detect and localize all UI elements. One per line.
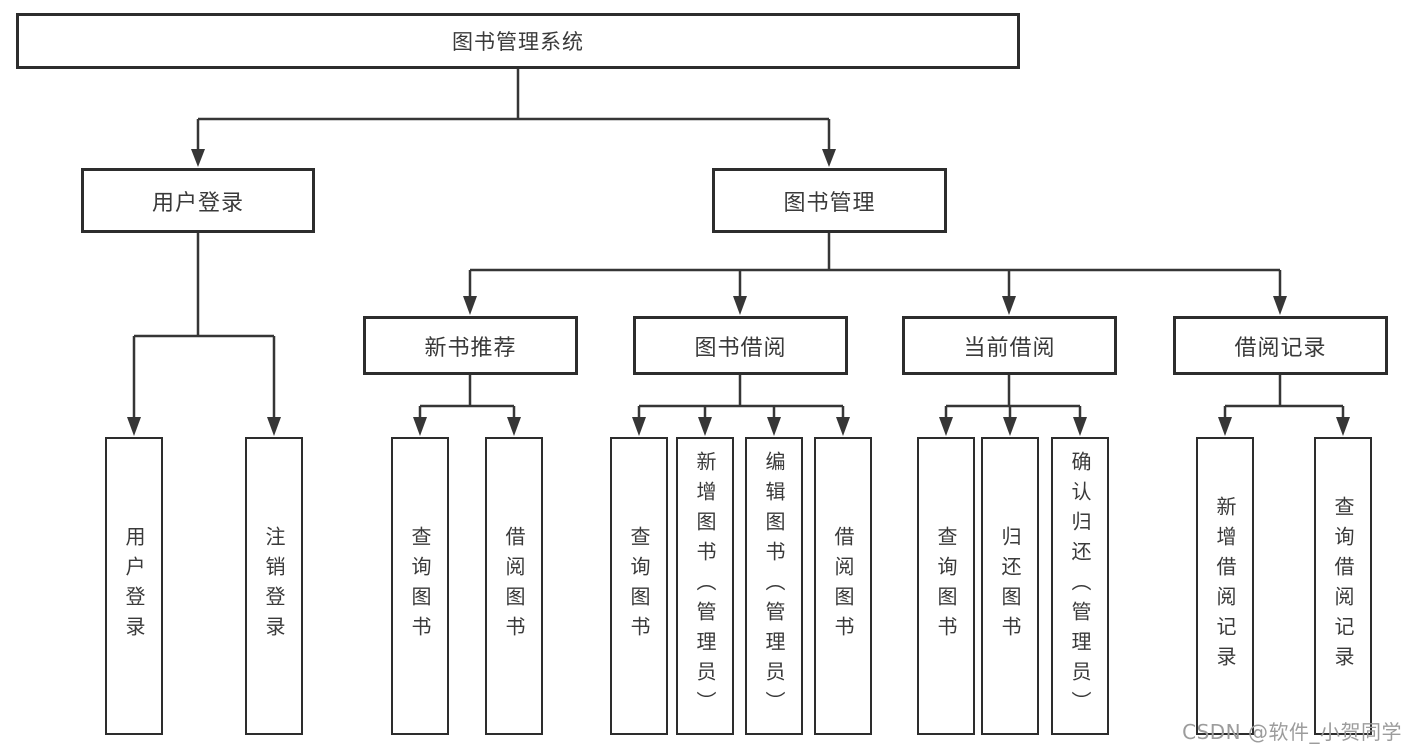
leaf-label: 借阅图书 bbox=[831, 526, 855, 646]
node-label: 用户登录 bbox=[151, 190, 244, 216]
leaf-query-borrow-record: 查询借阅记录 bbox=[1314, 437, 1372, 735]
leaf-logout: 注销登录 bbox=[245, 437, 303, 735]
leaf-label: 用户登录 bbox=[122, 526, 146, 646]
leaf-label: 查询图书 bbox=[934, 526, 958, 646]
leaf-label: 确认归还（管理员） bbox=[1068, 451, 1092, 721]
node-label: 借阅记录 bbox=[1234, 335, 1327, 361]
leaf-label: 查询图书 bbox=[408, 526, 432, 646]
leaf-borrow-books: 借阅图书 bbox=[814, 437, 872, 735]
leaf-add-book-admin: 新增图书（管理员） bbox=[676, 437, 734, 735]
leaf-label: 编辑图书（管理员） bbox=[762, 451, 786, 721]
node-current-borrow: 当前借阅 bbox=[902, 316, 1117, 375]
leaf-edit-book-admin: 编辑图书（管理员） bbox=[745, 437, 803, 735]
node-new-book-recommend: 新书推荐 bbox=[363, 316, 578, 375]
csdn-watermark: CSDN @软件_小贺同学 bbox=[1182, 720, 1402, 744]
leaf-query-books-current: 查询图书 bbox=[917, 437, 975, 735]
node-label: 新书推荐 bbox=[424, 335, 517, 361]
leaf-query-books-recommend: 查询图书 bbox=[391, 437, 449, 735]
leaf-label: 新增借阅记录 bbox=[1213, 496, 1237, 676]
leaf-confirm-return-admin: 确认归还（管理员） bbox=[1051, 437, 1109, 735]
leaf-user-login: 用户登录 bbox=[105, 437, 163, 735]
leaf-query-books-borrow: 查询图书 bbox=[610, 437, 668, 735]
node-borrow-records: 借阅记录 bbox=[1173, 316, 1388, 375]
leaf-borrow-books-recommend: 借阅图书 bbox=[485, 437, 543, 735]
node-label: 图书借阅 bbox=[694, 335, 787, 361]
leaf-label: 查询图书 bbox=[627, 526, 651, 646]
node-book-management: 图书管理 bbox=[712, 168, 947, 233]
leaf-return-book: 归还图书 bbox=[981, 437, 1039, 735]
node-book-borrow: 图书借阅 bbox=[633, 316, 848, 375]
leaf-add-borrow-record: 新增借阅记录 bbox=[1196, 437, 1254, 735]
node-label: 图书管理 bbox=[783, 190, 876, 216]
leaf-label: 查询借阅记录 bbox=[1331, 496, 1355, 676]
leaf-label: 借阅图书 bbox=[502, 526, 526, 646]
arrowheads bbox=[127, 149, 1350, 436]
tree-edges bbox=[132, 69, 1345, 418]
node-user-login: 用户登录 bbox=[81, 168, 315, 233]
leaf-label: 归还图书 bbox=[998, 526, 1022, 646]
node-label: 当前借阅 bbox=[963, 335, 1056, 361]
node-system-root: 图书管理系统 bbox=[16, 13, 1020, 69]
leaf-label: 新增图书（管理员） bbox=[693, 451, 717, 721]
node-label: 图书管理系统 bbox=[452, 30, 584, 54]
leaf-label: 注销登录 bbox=[262, 526, 286, 646]
